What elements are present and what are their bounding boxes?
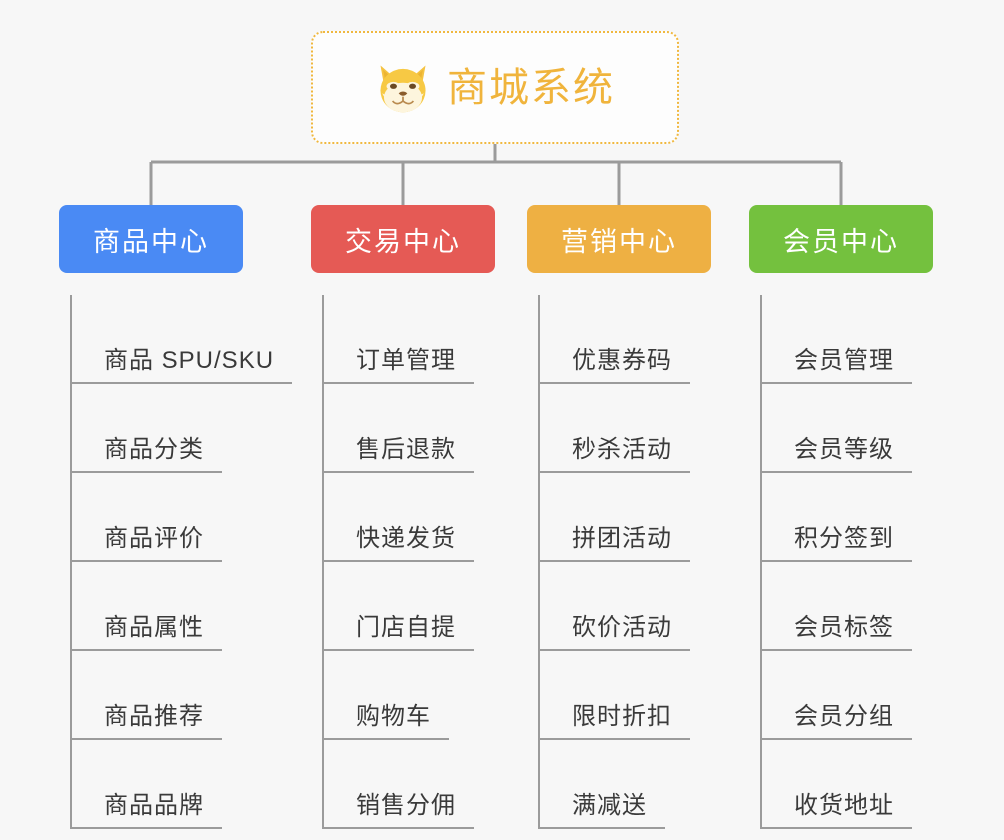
leaf-spine bbox=[760, 295, 762, 829]
root-node[interactable]: 商城系统 bbox=[311, 31, 679, 144]
leaf-item[interactable]: 限时折扣 bbox=[527, 651, 711, 740]
leaf-item-label: 满减送 bbox=[538, 792, 665, 829]
leaf-item[interactable]: 商品分类 bbox=[59, 384, 292, 473]
leaf-item-label: 拼团活动 bbox=[538, 525, 690, 562]
leaf-item[interactable]: 商品 SPU/SKU bbox=[59, 295, 293, 384]
leaf-spine bbox=[322, 295, 324, 829]
leaf-item[interactable]: 砍价活动 bbox=[527, 562, 711, 651]
branch-header-label: 会员中心 bbox=[783, 226, 899, 257]
leaf-list-1: 订单管理售后退款快递发货门店自提购物车销售分佣 bbox=[311, 295, 495, 829]
leaf-item-label: 会员等级 bbox=[760, 436, 912, 473]
dog-face-icon bbox=[380, 64, 426, 112]
leaf-spine bbox=[538, 295, 540, 829]
leaf-item-label: 门店自提 bbox=[322, 614, 474, 651]
leaf-item[interactable]: 优惠券码 bbox=[527, 295, 711, 384]
leaf-item-label: 秒杀活动 bbox=[538, 436, 690, 473]
branch-header-label: 交易中心 bbox=[345, 226, 461, 257]
leaf-item[interactable]: 会员等级 bbox=[749, 384, 933, 473]
branch-column-1: 交易中心订单管理售后退款快递发货门店自提购物车销售分佣 bbox=[311, 205, 495, 829]
branch-header-label: 营销中心 bbox=[561, 226, 677, 257]
leaf-item[interactable]: 商品属性 bbox=[59, 562, 292, 651]
leaf-item[interactable]: 秒杀活动 bbox=[527, 384, 711, 473]
leaf-item-label: 收货地址 bbox=[760, 792, 912, 829]
leaf-item-label: 商品品牌 bbox=[70, 792, 222, 829]
leaf-item[interactable]: 商品评价 bbox=[59, 473, 292, 562]
leaf-list-3: 会员管理会员等级积分签到会员标签会员分组收货地址 bbox=[749, 295, 933, 829]
leaf-item-label: 商品属性 bbox=[70, 614, 222, 651]
leaf-item-label: 优惠券码 bbox=[538, 347, 690, 384]
leaf-item[interactable]: 拼团活动 bbox=[527, 473, 711, 562]
leaf-list-2: 优惠券码秒杀活动拼团活动砍价活动限时折扣满减送 bbox=[527, 295, 711, 829]
leaf-item[interactable]: 快递发货 bbox=[311, 473, 495, 562]
branch-header-label: 商品中心 bbox=[93, 226, 209, 257]
leaf-item-label: 积分签到 bbox=[760, 525, 912, 562]
leaf-item[interactable]: 订单管理 bbox=[311, 295, 495, 384]
branch-header-3[interactable]: 会员中心 bbox=[749, 205, 933, 273]
leaf-item-label: 限时折扣 bbox=[538, 703, 690, 740]
leaf-item-label: 售后退款 bbox=[322, 436, 474, 473]
leaf-item[interactable]: 满减送 bbox=[527, 740, 711, 829]
branch-header-1[interactable]: 交易中心 bbox=[311, 205, 495, 273]
leaf-item-label: 砍价活动 bbox=[538, 614, 690, 651]
leaf-item-label: 会员管理 bbox=[760, 347, 912, 384]
leaf-item-label: 会员标签 bbox=[760, 614, 912, 651]
leaf-item[interactable]: 门店自提 bbox=[311, 562, 495, 651]
leaf-item-label: 会员分组 bbox=[760, 703, 912, 740]
branch-column-2: 营销中心优惠券码秒杀活动拼团活动砍价活动限时折扣满减送 bbox=[527, 205, 711, 829]
leaf-item[interactable]: 售后退款 bbox=[311, 384, 495, 473]
root-title: 商城系统 bbox=[447, 65, 615, 110]
branch-header-0[interactable]: 商品中心 bbox=[59, 205, 243, 273]
leaf-spine bbox=[70, 295, 72, 829]
leaf-item[interactable]: 会员管理 bbox=[749, 295, 933, 384]
leaf-item-label: 商品 SPU/SKU bbox=[70, 347, 293, 384]
leaf-item[interactable]: 商品推荐 bbox=[59, 651, 292, 740]
branch-header-2[interactable]: 营销中心 bbox=[527, 205, 711, 273]
leaf-item[interactable]: 销售分佣 bbox=[311, 740, 495, 829]
leaf-item-label: 订单管理 bbox=[322, 347, 474, 384]
leaf-item[interactable]: 会员标签 bbox=[749, 562, 933, 651]
branch-column-0: 商品中心商品 SPU/SKU 商品分类商品评价商品属性商品推荐商品品牌 bbox=[59, 205, 293, 829]
leaf-item[interactable]: 积分签到 bbox=[749, 473, 933, 562]
leaf-item[interactable]: 购物车 bbox=[311, 651, 495, 740]
leaf-item[interactable]: 收货地址 bbox=[749, 740, 933, 829]
leaf-item-label: 商品推荐 bbox=[70, 703, 222, 740]
leaf-item[interactable]: 商品品牌 bbox=[59, 740, 292, 829]
leaf-item-label: 商品分类 bbox=[70, 436, 222, 473]
leaf-list-0: 商品 SPU/SKU 商品分类商品评价商品属性商品推荐商品品牌 bbox=[59, 295, 293, 829]
leaf-item-label: 商品评价 bbox=[70, 525, 222, 562]
leaf-item-label: 快递发货 bbox=[322, 525, 474, 562]
leaf-item-label: 购物车 bbox=[322, 703, 449, 740]
branch-column-3: 会员中心会员管理会员等级积分签到会员标签会员分组收货地址 bbox=[749, 205, 933, 829]
leaf-item[interactable]: 会员分组 bbox=[749, 651, 933, 740]
leaf-item-label: 销售分佣 bbox=[322, 792, 474, 829]
